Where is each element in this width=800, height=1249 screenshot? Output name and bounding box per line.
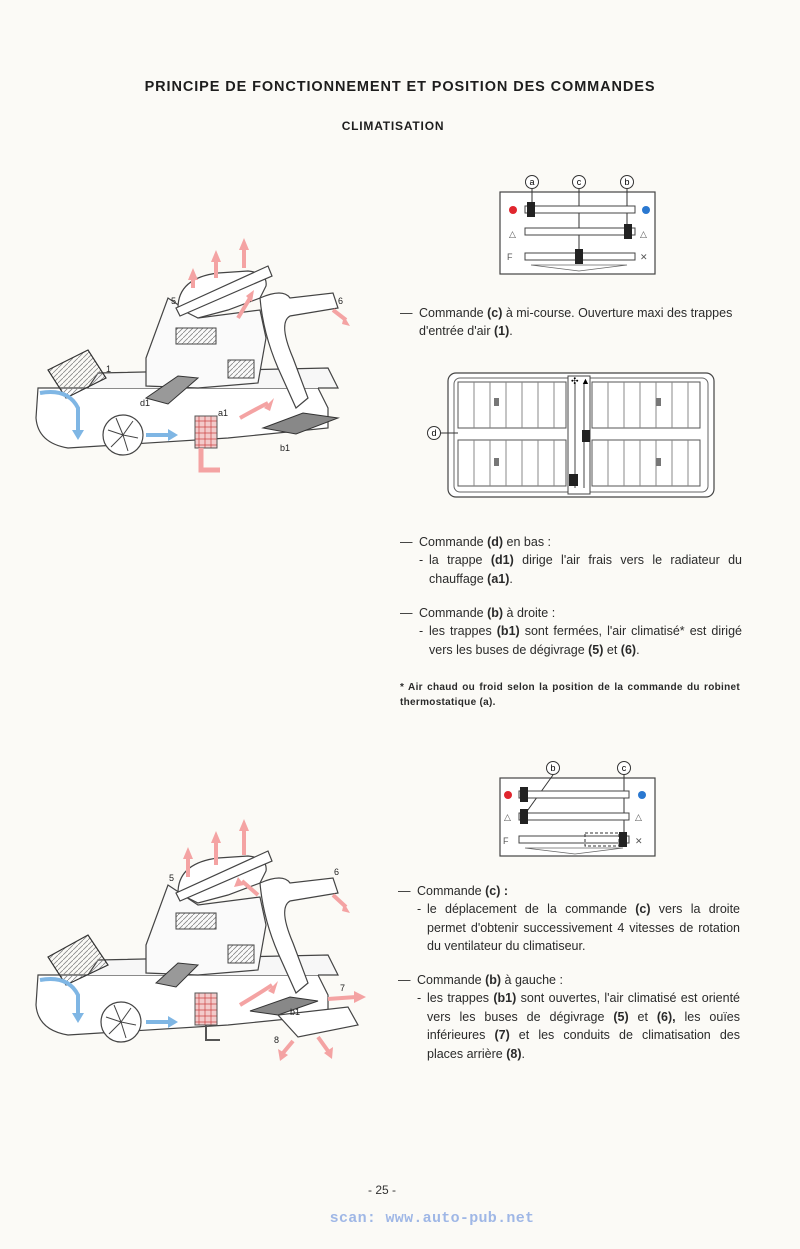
diagram2-label-5: 5 — [169, 873, 174, 883]
callout-b: b — [624, 177, 629, 187]
svg-text:✣: ✣ — [571, 376, 579, 386]
svg-text:△: △ — [504, 812, 511, 822]
page-title: PRINCIPE DE FONCTIONNEMENT ET POSITION D… — [144, 79, 656, 95]
instruction-d-down: — Commande (d) en bas : -la trappe (d1) … — [400, 535, 742, 586]
instruction-c-speed: — Commande (c) : -le déplacement de la c… — [398, 884, 741, 954]
svg-text:△: △ — [509, 229, 516, 239]
diagram2-label-8: 8 — [274, 1035, 279, 1045]
callout-a: a — [529, 177, 534, 187]
svg-text:△: △ — [635, 812, 642, 822]
callout-b-bottom: b — [550, 763, 555, 773]
callout-d: d — [431, 428, 436, 438]
scan-watermark: scan: www.auto-pub.net — [329, 1210, 535, 1227]
instruction-b-right: — Commande (b) à droite : -les trappes (… — [400, 606, 742, 657]
diagram2-label-7: 7 — [340, 983, 345, 993]
callout-c: c — [577, 177, 582, 187]
diagram-label-d1: d1 — [140, 398, 150, 408]
svg-text:△: △ — [640, 229, 647, 239]
control-panel-bottom: b c △ △ F ✕ — [499, 761, 656, 857]
svg-text:✕: ✕ — [640, 252, 648, 262]
diagram-label-b1: b1 — [280, 443, 290, 453]
vent-panel: ✣▲ d — [427, 372, 715, 498]
svg-text:F: F — [503, 836, 509, 846]
footnote-thermostat: * Air chaud ou froid selon la position d… — [400, 682, 740, 708]
diagram-label-1: 1 — [106, 364, 111, 374]
diagram-label-6: 6 — [338, 296, 343, 306]
section-subtitle: CLIMATISATION — [341, 119, 445, 133]
svg-text:F: F — [507, 252, 513, 262]
svg-text:▲: ▲ — [581, 376, 590, 386]
airflow-diagram-open: 5 6 7 8 b1 — [35, 819, 366, 1061]
instruction-b-left: — Commande (b) à gauche : -les trappes (… — [398, 973, 740, 1061]
page-number: - 25 - — [367, 1183, 396, 1197]
control-panel-top: a c b △ △ F ✕ — [499, 175, 656, 275]
instruction-c-midcourse: — Commande (c) à mi-course. Ouverture ma… — [400, 306, 733, 339]
diagram-label-a1: a1 — [218, 408, 228, 418]
diagram-label-5: 5 — [171, 296, 176, 306]
svg-text:✕: ✕ — [635, 836, 643, 846]
diagram2-label-b1: b1 — [290, 1007, 300, 1017]
diagram2-label-6: 6 — [334, 867, 339, 877]
callout-c-bottom: c — [622, 763, 627, 773]
airflow-diagram-closed: 5 6 1 d1 a1 b1 — [35, 238, 350, 473]
